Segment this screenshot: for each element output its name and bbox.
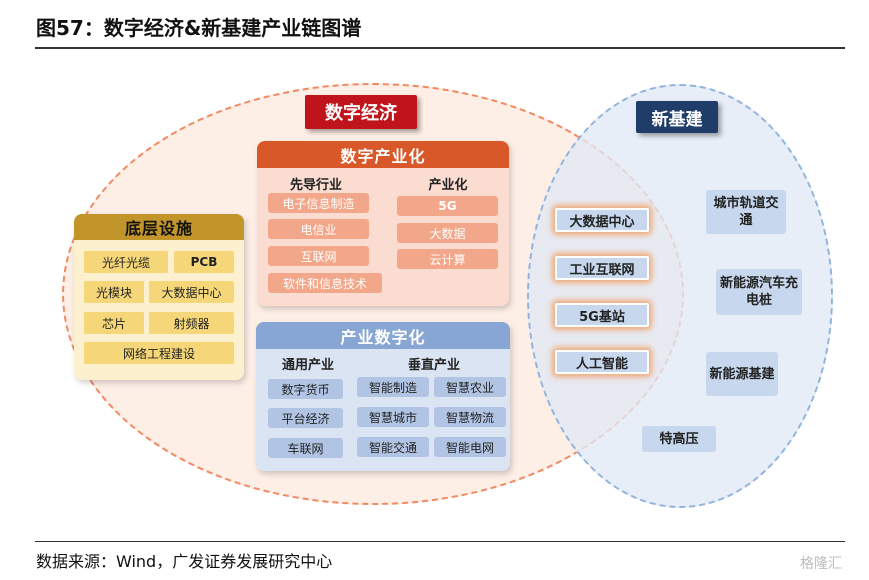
leading-industry-chip: 电信业 (268, 219, 369, 239)
new-infra-item-box: 新能源基建 (706, 352, 778, 396)
foundation-chip: 芯片 (84, 312, 144, 334)
general-industry-chip: 数字货币 (268, 379, 343, 399)
overlap-item-box: 5G基站 (555, 303, 649, 327)
vertical-industry-chip: 智能电网 (434, 437, 506, 457)
leading-industries-heading: 先导行业 (289, 178, 342, 193)
foundation-chip: 光纤光缆 (84, 251, 168, 273)
vertical-industry-chip: 智慧农业 (434, 377, 506, 397)
overlap-item-box: 人工智能 (555, 350, 649, 374)
foundation-header: 底层设施 (74, 214, 244, 240)
vertical-industry-chip: 智能制造 (357, 377, 429, 397)
leading-industry-chip: 电子信息制造 (268, 193, 369, 213)
vertical-industries-heading: 垂直产业 (407, 358, 460, 373)
new-infrastructure-tag: 新基建 (636, 101, 718, 133)
foundation-chip: 射频器 (149, 312, 234, 334)
new-infra-item-box: 新能源汽车充电桩 (716, 269, 802, 315)
watermark-logo: 格隆汇 (800, 556, 842, 572)
new-infra-item-box: 特高压 (642, 426, 716, 452)
industrialized-heading: 产业化 (428, 178, 468, 193)
vertical-industry-chip: 智能交通 (357, 437, 429, 457)
foundation-chip: 光模块 (84, 281, 144, 303)
vertical-industry-chip: 智慧城市 (357, 407, 429, 427)
industrialized-chip: 5G (397, 196, 498, 216)
general-industry-chip: 车联网 (268, 438, 343, 458)
title-rule (35, 47, 845, 49)
leading-industry-chip: 互联网 (268, 246, 369, 266)
industrialized-chip: 大数据 (397, 223, 498, 243)
footer-rule (35, 541, 845, 542)
industrialization-header: 数字产业化 (257, 141, 509, 168)
general-industries-heading: 通用产业 (281, 358, 334, 373)
digitalization-header: 产业数字化 (256, 322, 510, 349)
foundation-chip: 网络工程建设 (84, 342, 234, 364)
general-industry-chip: 平台经济 (268, 408, 343, 428)
figure-title: 图57：数字经济&新基建产业链图谱 (36, 16, 362, 40)
foundation-chip: PCB (174, 251, 234, 273)
new-infra-item-box: 城市轨道交通 (706, 190, 786, 234)
overlap-item-box: 大数据中心 (555, 208, 649, 232)
vertical-industry-chip: 智慧物流 (434, 407, 506, 427)
foundation-chip: 大数据中心 (149, 281, 234, 303)
overlap-item-box: 工业互联网 (555, 256, 649, 280)
source-note: 数据来源：Wind，广发证券发展研究中心 (36, 552, 333, 571)
digital-economy-tag: 数字经济 (305, 95, 417, 129)
industrialized-chip: 云计算 (397, 249, 498, 269)
leading-industry-chip: 软件和信息技术 (268, 273, 382, 293)
